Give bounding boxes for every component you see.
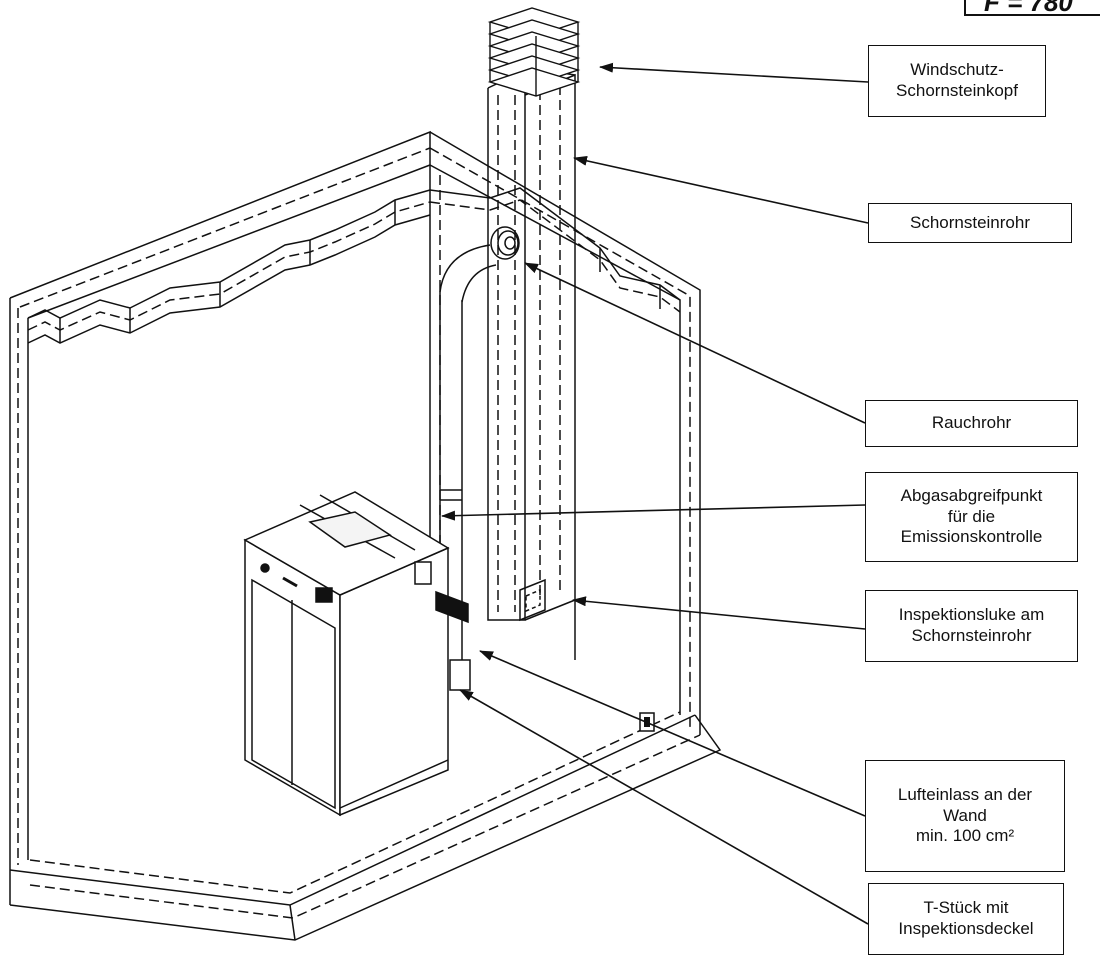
- room-right-wall: [429, 131, 701, 735]
- boiler: [243, 491, 469, 817]
- arrow-inspektionsluke: [572, 596, 866, 630]
- label-t-stueck-text: T-Stück mit Inspektionsdeckel: [898, 898, 1034, 938]
- label-inspektionsluke-text: Inspektionsluke am Schornsteinrohr: [898, 605, 1045, 645]
- leader-arrows: [441, 62, 869, 925]
- room-left-wall: [9, 130, 431, 870]
- label-lufteinlass-text: Lufteinlass an der Wand min. 100 cm²: [897, 784, 1033, 846]
- label-lufteinlass: Lufteinlass an der Wand min. 100 cm²: [865, 760, 1065, 872]
- label-schornsteinrohr: Schornsteinrohr: [868, 203, 1072, 243]
- arrow-lufteinlass: [479, 650, 866, 817]
- arrow-rauchrohr: [524, 262, 866, 424]
- label-abgasabgreifpunkt: Abgasabgreifpunkt für die Emissionskontr…: [865, 472, 1078, 562]
- label-abgasabgreifpunkt-text: Abgasabgreifpunkt für die Emissionskontr…: [900, 485, 1043, 547]
- label-t-stueck: T-Stück mit Inspektionsdeckel: [868, 883, 1064, 955]
- room-floor: [9, 711, 722, 941]
- arrow-abgasabgreifpunkt: [441, 504, 866, 521]
- drawing-number-box: F = 780: [964, 0, 1100, 16]
- arrow-t-stueck: [459, 689, 869, 925]
- chimney-cap: [487, 7, 581, 97]
- arrow-schornsteinrohr: [573, 155, 869, 224]
- label-rauchrohr-text: Rauchrohr: [931, 413, 1012, 433]
- label-windschutz-text: Windschutz- Schornsteinkopf: [896, 60, 1018, 100]
- arrow-windschutz: [599, 62, 869, 83]
- label-windschutz-schornsteinkopf: Windschutz- Schornsteinkopf: [868, 45, 1046, 117]
- label-inspektionsluke: Inspektionsluke am Schornsteinrohr: [865, 590, 1078, 662]
- chimney: [487, 67, 576, 660]
- label-schornsteinrohr-text: Schornsteinrohr: [909, 212, 1030, 232]
- label-rauchrohr: Rauchrohr: [865, 400, 1078, 447]
